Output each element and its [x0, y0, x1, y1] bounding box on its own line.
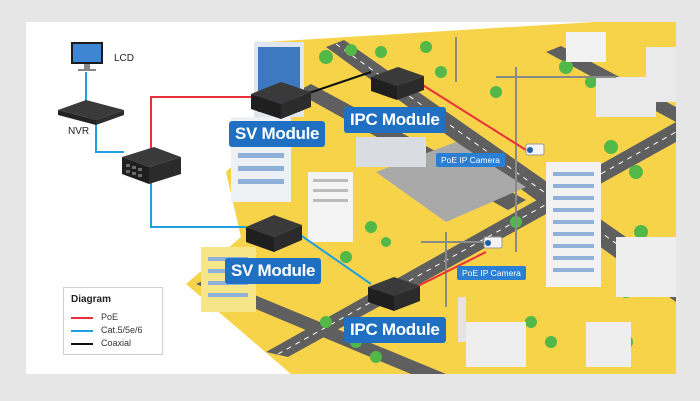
- sv-module-top-device: [251, 82, 311, 119]
- building-top-right-2: [566, 32, 606, 62]
- tower-right-tall: [546, 162, 601, 287]
- cables: [85, 71, 527, 288]
- cable-poe-top: [420, 83, 527, 151]
- legend-label-cat: Cat.5/5e/6: [101, 325, 143, 335]
- camera-top-label: PoE IP Camera: [436, 153, 505, 167]
- lcd-monitor: [71, 42, 103, 71]
- camera-bottom-label: PoE IP Camera: [457, 266, 526, 280]
- ipc-module-bottom-device: [368, 277, 420, 311]
- diagram-frame: LCD NVR SV Module IPC Module SV Module I…: [26, 22, 676, 374]
- camera-top-device: [525, 143, 545, 156]
- legend-title: Diagram: [71, 294, 112, 305]
- sv-module-bottom-label: SV Module: [225, 258, 322, 284]
- ipc-module-bottom-label: IPC Module: [344, 317, 446, 343]
- chimney: [458, 297, 466, 342]
- building-right-lower: [616, 237, 676, 297]
- cranes: [421, 37, 616, 307]
- cable-poe-switch-sv-top: [150, 96, 251, 150]
- legend-item-poe: PoE: [71, 312, 161, 324]
- legend-swatch-cat: [71, 330, 93, 332]
- cable-coax-top: [305, 71, 372, 95]
- building-white-mid: [308, 172, 353, 242]
- legend: Diagram PoE Cat.5/5e/6 Coaxial: [63, 287, 163, 355]
- city-illustration: [58, 22, 676, 374]
- camera-bottom-device: [483, 236, 503, 249]
- cable-poe-bottom: [415, 251, 487, 288]
- sv-module-bottom-device: [246, 215, 302, 252]
- building-top-far-right: [646, 47, 676, 102]
- cable-cat-bottom: [295, 231, 372, 285]
- legend-label-poe: PoE: [101, 312, 119, 322]
- legend-label-coax: Coaxial: [101, 338, 132, 348]
- legend-swatch-coax: [71, 343, 93, 345]
- legend-item-cat: Cat.5/5e/6: [71, 325, 161, 337]
- ipc-module-top-label: IPC Module: [344, 107, 446, 133]
- cable-cat-switch-sv-bottom: [150, 182, 246, 228]
- lcd-label: LCD: [114, 53, 135, 64]
- cable-cat-nvr-switch: [95, 117, 124, 153]
- road-lower: [196, 277, 446, 374]
- ipc-module-top-device: [371, 67, 424, 100]
- building-bottom-right: [586, 322, 631, 367]
- building-bottom-mid: [466, 322, 526, 367]
- nvr-device: [58, 100, 124, 125]
- sv-module-top-label: SV Module: [229, 121, 326, 147]
- poe-switch: [122, 147, 181, 184]
- legend-swatch-poe: [71, 317, 93, 319]
- nvr-label: NVR: [68, 126, 90, 137]
- legend-item-coax: Coaxial: [71, 338, 161, 350]
- factory: [356, 137, 426, 167]
